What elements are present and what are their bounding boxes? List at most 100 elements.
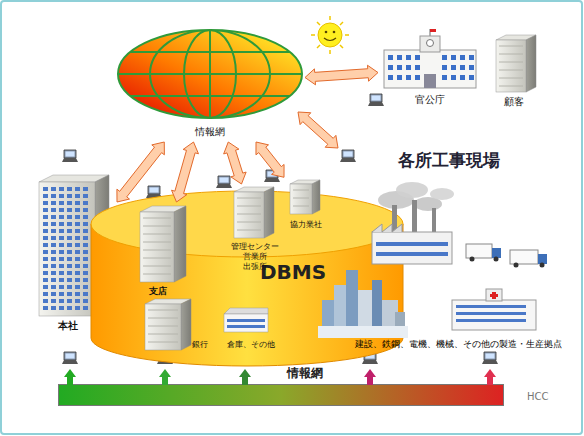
head-office-building-shape-part <box>67 257 72 261</box>
head-office-building-shape-part <box>43 187 48 191</box>
head-office-building-shape-part <box>75 229 80 233</box>
head-office-building-shape-part <box>75 187 80 191</box>
factory-illustration-part <box>378 191 414 209</box>
head-office-building-shape-part <box>43 236 48 240</box>
head-office-building-shape-part <box>43 194 48 198</box>
head-office-building-shape-part <box>75 201 80 205</box>
head-office-building-shape-part <box>51 250 56 254</box>
head-office-building-shape-part <box>59 306 64 310</box>
head-office-building-shape-part <box>59 299 64 303</box>
head-office-building-shape-part <box>75 257 80 261</box>
network-arrow <box>172 142 199 202</box>
head-office-building-shape-part <box>59 201 64 205</box>
bank-building-shape-part <box>148 318 178 319</box>
government-building-shape-part <box>451 65 456 70</box>
head-office-building-shape-part <box>59 187 64 191</box>
trucks <box>466 244 547 268</box>
government-building-shape-part <box>406 65 411 70</box>
government-building-shape-part <box>451 75 456 80</box>
head-office-building-shape-part <box>43 208 48 212</box>
city-illustration-part <box>334 285 346 338</box>
uplink-arrows-part <box>364 369 376 385</box>
sun-icon-part-part <box>340 45 343 48</box>
partner-building-shape-part <box>293 198 309 199</box>
government-building-shape-part <box>388 65 393 70</box>
plant-building-part-part <box>456 305 526 308</box>
branch-building-shape-part <box>143 218 171 219</box>
head-office-building-shape-part <box>83 229 88 233</box>
head-office-building-shape-part <box>51 292 56 296</box>
head-office-building-shape-part <box>43 285 48 289</box>
plant-building-part-part <box>456 312 526 315</box>
factory-illustration-part <box>396 182 428 198</box>
watermark: HCC <box>527 391 548 403</box>
government-building-shape-part <box>460 75 465 80</box>
government-building-shape-part <box>442 55 447 60</box>
government-building-shape-part <box>451 55 456 60</box>
network-globe-shape-part-part <box>115 51 305 53</box>
customer-building-shape-part <box>499 70 523 71</box>
head-office-building-shape-part <box>51 208 56 212</box>
laptops-part <box>368 94 384 106</box>
city-illustration-part <box>358 290 374 338</box>
head-office-building-shape-part <box>75 208 80 212</box>
head-office-building-shape-part <box>75 278 80 282</box>
office-building-shape-part <box>237 222 261 223</box>
plant-building-part <box>456 305 526 322</box>
head-office-building-shape-part <box>75 264 80 268</box>
bank-building-shape-part <box>148 334 178 335</box>
city-illustration-part <box>372 280 382 338</box>
laptops-part <box>216 176 232 188</box>
trucks-part <box>514 263 519 268</box>
sun-icon-part-part <box>345 34 349 36</box>
customer-building: 顧客 <box>486 30 546 110</box>
government-building-shape-part <box>415 75 420 80</box>
production-note: 建設、鉄鋼、電機、機械、その他の製造・生産拠点 <box>355 339 562 349</box>
sun-icon-part <box>311 16 349 54</box>
government-building-shape-part <box>469 55 474 60</box>
network-globe-shape-part <box>118 30 302 118</box>
sun-icon-part-part <box>317 22 320 25</box>
head-office-building-shape-part <box>67 208 72 212</box>
government-building-shape-part <box>460 55 465 60</box>
head-office-building-shape-part <box>83 264 88 268</box>
network-arrow <box>256 142 284 177</box>
warehouse-building-shape-part <box>227 319 265 322</box>
warehouse-building-shape-part <box>224 314 268 332</box>
plant-building-part-part <box>456 319 526 322</box>
bank-building-shape-part <box>148 342 178 343</box>
site-heading: 各所工事現場 <box>398 150 500 170</box>
trucks-part <box>470 257 475 262</box>
trucks-part <box>466 244 492 258</box>
head-office-building-shape-part <box>67 285 72 289</box>
laptops-part <box>264 170 280 182</box>
government-building-shape-part <box>415 65 420 70</box>
head-office-building-shape-part <box>75 222 80 226</box>
office-building-shape-part <box>237 214 261 215</box>
government-building-shape-part <box>427 40 434 47</box>
trucks-part <box>494 257 499 262</box>
head-office-building-shape-part <box>43 222 48 226</box>
trucks-part <box>538 254 547 264</box>
node-text: 倉庫、その他 <box>220 340 282 350</box>
factory-illustration-part <box>430 188 454 200</box>
trucks-part <box>492 248 501 258</box>
branch-building: 支店 <box>136 202 188 304</box>
city-illustration-part <box>322 300 336 338</box>
government-building-shape-part <box>430 29 436 32</box>
head-office-building-shape-part <box>67 229 72 233</box>
city-illustration-part <box>318 326 408 338</box>
branch-building-shape-part <box>143 242 171 243</box>
government-building-shape-part <box>388 75 393 80</box>
head-office-building-shape-part <box>51 278 56 282</box>
sun-icon-part-part <box>329 16 331 20</box>
network-arrow <box>298 112 338 148</box>
sun-icon-part <box>324 38 336 41</box>
plant-building-part <box>452 300 536 330</box>
office-building-shape-part <box>264 187 274 238</box>
head-office-building-shape-part <box>43 264 48 268</box>
city-illustration <box>318 270 408 338</box>
factory-illustration-part <box>392 205 397 235</box>
head-office-building-shape-part <box>59 292 64 296</box>
